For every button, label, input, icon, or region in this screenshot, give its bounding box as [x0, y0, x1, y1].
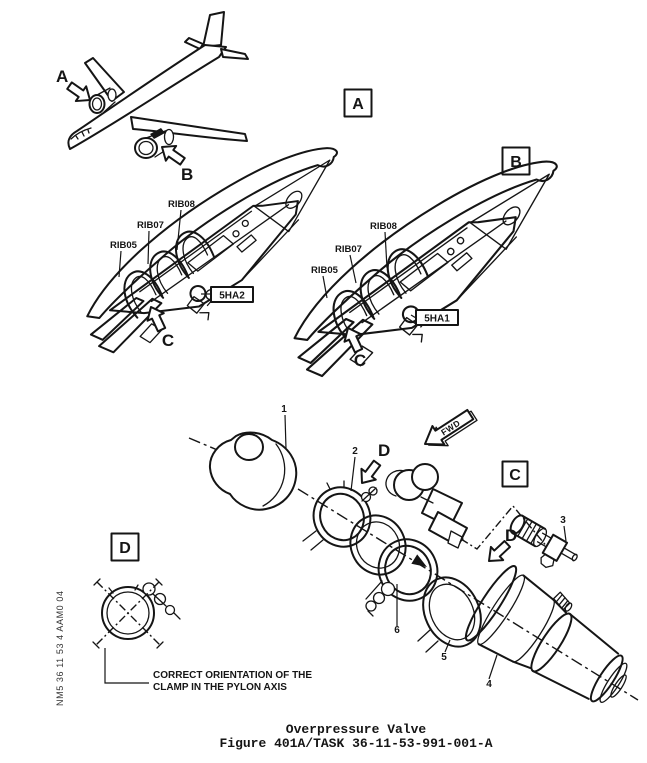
view-d-tag-box: D [110, 532, 140, 562]
part-6-clamp [365, 538, 439, 617]
rib05-leader-b [322, 275, 328, 299]
detail-d-ref-2: D [505, 526, 517, 545]
rib08-label-a: RIB08 [168, 199, 195, 210]
port-wing [84, 57, 125, 102]
figure-caption-title: Overpressure Valve [286, 722, 427, 737]
seal-ring [349, 514, 407, 576]
vertical-fin [202, 11, 225, 48]
rib08-leader-b [384, 231, 388, 269]
note-leader [104, 648, 149, 684]
fwd-arrow-icon: FWD [424, 408, 478, 447]
assembly-centerline [297, 488, 639, 701]
part-2-label: 2 [352, 446, 358, 457]
axis-cross-2 [95, 581, 160, 646]
rib05-label-b: RIB05 [311, 265, 339, 276]
pylon-structure-a [57, 133, 380, 372]
rib08-leader-a [176, 209, 182, 251]
figure-caption-number: Figure 401A/TASK 36-11-53-991-001-A [219, 736, 492, 751]
detail-view-d: D CORRECT ORIENTATION OF THE CLAMP IN TH… [92, 532, 312, 693]
callout-b-label: B [181, 165, 193, 184]
part-4-top-fitting [553, 591, 573, 612]
cockpit-windows [70, 127, 92, 140]
rib07-leader-b [349, 254, 357, 284]
view-c-tag: C [509, 467, 521, 484]
part-5-ring [417, 576, 482, 653]
part-2-leader [350, 456, 356, 492]
part-1-leader [284, 414, 287, 450]
part-5-label: 5 [441, 652, 447, 663]
valve-id-box-a: 5HA2 [201, 286, 254, 303]
centerline-arrowhead-icon [411, 554, 427, 567]
part-3-fitting [509, 514, 578, 569]
detail-c-ref-a: C [162, 331, 174, 350]
rib05-leader-a [118, 250, 122, 278]
part-6-bolt [380, 581, 396, 597]
right-stabilizer [220, 48, 249, 60]
view-a-tag: A [352, 96, 364, 113]
note-line-1: CORRECT ORIENTATION OF THE [153, 670, 312, 681]
part-3-leader [563, 525, 567, 542]
part-4-body [464, 565, 628, 703]
rib07-leader-a [147, 230, 150, 265]
detail-d-arrow-icon-1 [353, 456, 386, 490]
view-c-tag-box: C [501, 460, 529, 488]
part-6-label: 6 [394, 625, 400, 636]
pylon-view-b: B RIB05 RIB07 RIB08 5HA1 C [263, 146, 602, 396]
rib07-label-b: RIB07 [335, 244, 362, 255]
part-4-label: 4 [486, 679, 492, 690]
rib08-label-b: RIB08 [370, 221, 397, 232]
detail-d-ref-1: D [378, 441, 390, 460]
actuator-nozzle [447, 530, 463, 549]
valve-id-box-b: 5HA1 [410, 309, 459, 326]
doc-code-vertical: NM5 36 11 53 4 AAM0 04 [55, 590, 65, 706]
aircraft-locator-view: A B [56, 11, 249, 184]
rib05-label-a: RIB05 [110, 240, 138, 251]
rib07-label-a: RIB07 [137, 220, 164, 231]
valve-id-a: 5HA2 [219, 291, 245, 302]
pylon-view-a: A RIB05 RIB07 RIB08 5HA2 C [57, 88, 380, 372]
valve-actuator-assembly [385, 463, 468, 549]
callout-a-label: A [56, 67, 68, 86]
clamp-trunnion [142, 582, 156, 596]
part-1-elbow [208, 431, 298, 511]
fuselage [67, 44, 227, 150]
view-d-tag: D [119, 540, 131, 557]
part-4-leader [488, 654, 498, 680]
part-3-label: 3 [560, 515, 566, 526]
valve-id-b: 5HA1 [424, 314, 450, 325]
clamp-orientation-drawing [92, 578, 181, 649]
view-b-tag: B [510, 154, 522, 171]
view-a-tag-box: A [343, 88, 373, 118]
detail-c-ref-b: C [354, 351, 366, 370]
part-1-label: 1 [281, 404, 287, 415]
part-5-leader [444, 639, 451, 653]
part-2-clamp [302, 480, 378, 551]
axis-cross-1 [96, 581, 161, 646]
detail-d-leader [460, 504, 549, 550]
note-line-2: CLAMP IN THE PYLON AXIS [153, 682, 287, 693]
